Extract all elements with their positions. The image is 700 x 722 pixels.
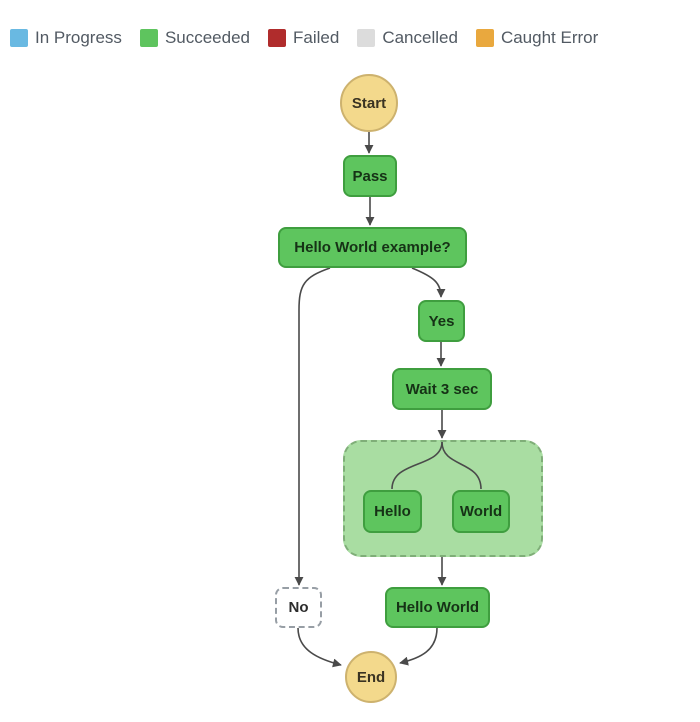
legend-label: Succeeded xyxy=(164,28,251,47)
legend-item-in-progress: In Progress xyxy=(10,28,122,48)
status-legend: In Progress Succeeded Failed Cancelled C… xyxy=(10,28,598,48)
edge-choice-to-no xyxy=(294,267,331,586)
in-progress-swatch-icon xyxy=(10,29,28,47)
node-yes[interactable]: Yes xyxy=(418,300,465,342)
failed-swatch-icon xyxy=(268,29,287,47)
node-hello-world[interactable]: Hello World xyxy=(385,587,490,628)
node-pass[interactable]: Pass xyxy=(343,155,397,197)
legend-label: Failed xyxy=(293,28,340,47)
legend-label: Cancelled xyxy=(382,28,458,47)
legend-item-caught-error: Caught Error xyxy=(475,28,599,48)
node-hello[interactable]: Hello xyxy=(363,490,422,533)
node-end[interactable]: End xyxy=(345,651,397,703)
legend-item-succeeded: Succeeded xyxy=(139,28,251,48)
edge-choice-to-yes xyxy=(411,267,446,298)
succeeded-swatch-icon xyxy=(139,29,158,47)
legend-label: In Progress xyxy=(35,28,122,47)
node-choice-hello-world-example[interactable]: Hello World example? xyxy=(278,227,467,268)
caught-error-swatch-icon xyxy=(475,29,494,47)
node-world[interactable]: World xyxy=(452,490,510,533)
node-wait-3-sec[interactable]: Wait 3 sec xyxy=(392,368,492,410)
legend-item-failed: Failed xyxy=(268,28,339,48)
node-start[interactable]: Start xyxy=(340,74,398,132)
legend-item-cancelled: Cancelled xyxy=(357,28,458,48)
edge-helloworld-to-end xyxy=(399,627,438,666)
edge-no-to-end xyxy=(297,627,342,668)
cancelled-swatch-icon xyxy=(357,29,376,47)
node-no[interactable]: No xyxy=(275,587,322,628)
legend-label: Caught Error xyxy=(500,28,599,47)
